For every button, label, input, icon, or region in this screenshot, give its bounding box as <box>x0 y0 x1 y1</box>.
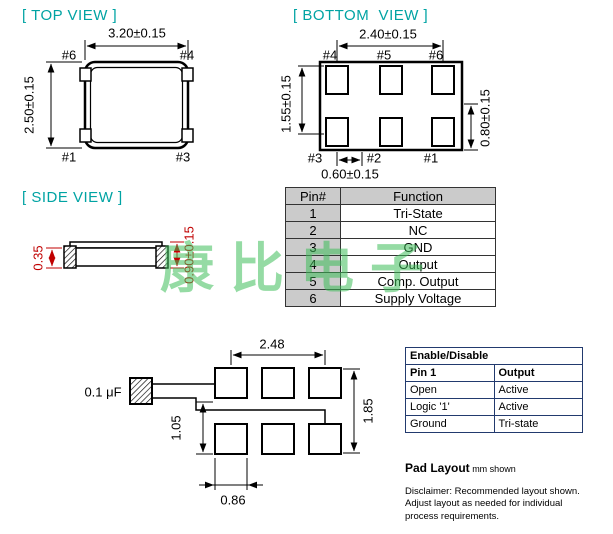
enable-result: Active <box>493 381 583 399</box>
pin-number: 1 <box>285 204 341 222</box>
side-view-body <box>69 247 163 267</box>
side-view-dim-left: 0.35 <box>30 245 46 271</box>
side-view-terminal <box>63 245 77 269</box>
enable-condition: Ground <box>405 415 495 433</box>
corner-pad <box>79 67 92 82</box>
pin-function-table: Pin# Function 1 Tri-State 2 NC 3 GND 4 O… <box>285 187 496 307</box>
pin-label-4: #4 <box>179 47 195 63</box>
corner-pad <box>181 128 194 143</box>
pin-label-6b: #6 <box>428 47 444 63</box>
pin-function: Output <box>340 255 496 273</box>
pin-label-5b: #5 <box>376 47 392 63</box>
pad-layout-dim-right: 1.85 <box>360 398 376 424</box>
table-row: 4 Output <box>285 255 496 273</box>
side-view-lid <box>69 241 163 249</box>
capacitor-symbol <box>129 377 153 405</box>
capacitor-label: 0.1 μF <box>84 384 122 400</box>
trace <box>152 397 326 424</box>
table-row: Open Active <box>405 381 583 399</box>
bottom-view-dim-right: 0.80±0.15 <box>477 89 493 147</box>
pin-label-3: #3 <box>175 149 191 165</box>
table-row: Pin# Function <box>285 187 496 205</box>
enable-condition: Logic '1' <box>405 398 495 416</box>
pad <box>325 117 349 147</box>
bottom-view-dim-left: 1.55±0.15 <box>278 75 294 133</box>
enable-result: Active <box>493 398 583 416</box>
pad-layout-note-unit: mm shown <box>469 464 516 474</box>
layout-pad <box>308 367 342 399</box>
layout-pad <box>261 423 295 455</box>
pin-label-1: #1 <box>61 149 77 165</box>
enable-header-output: Output <box>493 364 583 382</box>
top-view-dim-width: 3.20±0.15 <box>108 25 166 41</box>
pad-layout-note-label: Pad Layout <box>405 461 470 475</box>
enable-header-pin1: Pin 1 <box>405 364 495 382</box>
table-row: Logic '1' Active <box>405 398 583 416</box>
pin-label-4b: #4 <box>322 47 338 63</box>
pad <box>325 65 349 95</box>
layout-pad <box>308 423 342 455</box>
bottom-view-drawing <box>298 40 478 166</box>
pad <box>379 65 403 95</box>
table-row: 5 Comp. Output <box>285 272 496 290</box>
disclaimer-text: Disclaimer: Recommended layout shown. Ad… <box>405 486 580 522</box>
enable-table-title: Enable/Disable <box>405 347 583 365</box>
side-view-terminal <box>155 245 169 269</box>
side-view-title: [ SIDE VIEW ] <box>22 189 123 206</box>
top-view-title: [ TOP VIEW ] <box>22 7 118 24</box>
pad <box>379 117 403 147</box>
pin-number: 4 <box>285 255 341 273</box>
top-view-body <box>83 60 190 150</box>
layout-pad <box>214 423 248 455</box>
pin-table-header-pin: Pin# <box>285 187 341 205</box>
enable-result: Tri-state <box>493 415 583 433</box>
watermark-text: 康比电子 <box>160 239 440 299</box>
table-row: Ground Tri-state <box>405 415 583 433</box>
pad-layout-note: Pad Layout mm shown <box>405 461 516 475</box>
pin-label-6: #6 <box>61 47 77 63</box>
bottom-view-dim-width: 2.40±0.15 <box>359 26 417 42</box>
pin-table-header-function: Function <box>340 187 496 205</box>
pad-layout-dim-top: 2.48 <box>259 336 285 352</box>
pad-layout-drawing <box>129 350 360 490</box>
corner-pad <box>79 128 92 143</box>
table-row: 6 Supply Voltage <box>285 289 496 307</box>
pad-layout-dim-left: 1.05 <box>168 415 184 441</box>
pin-number: 5 <box>285 272 341 290</box>
pin-number: 6 <box>285 289 341 307</box>
pin-function: Tri-State <box>340 204 496 222</box>
pad-layout-dim-bottom: 0.86 <box>220 492 246 508</box>
top-view-drawing <box>46 40 194 150</box>
pin-function: Supply Voltage <box>340 289 496 307</box>
corner-pad <box>181 67 194 82</box>
pin-label-2b: #2 <box>366 150 382 166</box>
pin-label-3b: #3 <box>307 150 323 166</box>
layout-pad <box>214 367 248 399</box>
table-row: Enable/Disable <box>405 347 583 365</box>
pad <box>431 65 455 95</box>
bottom-view-dim-bottom: 0.60±0.15 <box>321 166 379 182</box>
enable-disable-table: Enable/Disable Pin 1 Output Open Active … <box>405 347 583 433</box>
table-row: 1 Tri-State <box>285 204 496 222</box>
side-view-drawing <box>46 241 184 269</box>
bottom-view-title: [ BOTTOM VIEW ] <box>293 7 429 24</box>
table-row: Pin 1 Output <box>405 364 583 382</box>
top-view-dim-height: 2.50±0.15 <box>21 76 37 134</box>
layout-pad <box>261 367 295 399</box>
pin-label-1b: #1 <box>423 150 439 166</box>
pin-number: 3 <box>285 238 341 256</box>
pad <box>431 117 455 147</box>
enable-condition: Open <box>405 381 495 399</box>
